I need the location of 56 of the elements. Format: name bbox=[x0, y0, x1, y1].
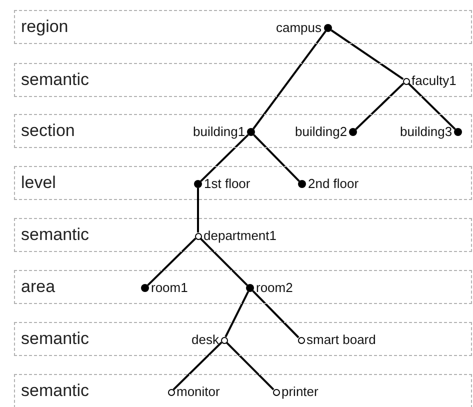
node-label: building3 bbox=[400, 124, 452, 139]
filled-dot bbox=[141, 284, 149, 292]
layer-band bbox=[14, 374, 472, 407]
tree-line bbox=[197, 188, 199, 232]
tree-line bbox=[252, 290, 300, 338]
filled-dot bbox=[454, 128, 462, 136]
tree-line bbox=[253, 134, 300, 182]
tree-line bbox=[226, 342, 274, 390]
filled-dot bbox=[324, 24, 332, 32]
tree-line bbox=[200, 238, 248, 286]
layer-label: region bbox=[21, 17, 68, 37]
tree-line bbox=[252, 30, 326, 130]
layer-band bbox=[14, 10, 472, 44]
tree-line bbox=[147, 238, 196, 286]
layer-label: semantic bbox=[21, 329, 90, 349]
hollow-dot bbox=[272, 388, 280, 396]
node-label: 1st floor bbox=[204, 176, 250, 191]
node-label: monitor bbox=[176, 384, 220, 399]
filled-dot bbox=[298, 180, 306, 188]
node-label: building2 bbox=[295, 124, 348, 139]
hollow-dot bbox=[220, 336, 228, 344]
node-label: printer bbox=[282, 384, 318, 399]
layer-band bbox=[14, 63, 472, 97]
node-label: faculty1 bbox=[412, 73, 456, 88]
layer-label: semantic bbox=[21, 381, 90, 401]
hollow-dot bbox=[402, 78, 410, 84]
layer-band bbox=[14, 218, 472, 252]
layer-band bbox=[14, 270, 472, 304]
tree-line bbox=[200, 134, 249, 182]
hollow-dot bbox=[298, 336, 304, 344]
tree-line bbox=[224, 291, 250, 338]
node-label: 2nd floor bbox=[308, 176, 359, 191]
filled-dot bbox=[349, 128, 357, 136]
layer-label: area bbox=[21, 277, 56, 297]
layer-band bbox=[14, 322, 472, 356]
node-label: campus bbox=[276, 20, 322, 35]
layer-label: level bbox=[21, 173, 56, 193]
node-label: desk bbox=[192, 332, 219, 347]
layer-band bbox=[14, 114, 472, 148]
node-label: building1 bbox=[193, 124, 246, 139]
tree-line bbox=[330, 29, 404, 80]
node-label: room2 bbox=[256, 280, 293, 295]
layer-label: section bbox=[21, 121, 75, 141]
node-label: department1 bbox=[204, 228, 276, 243]
layer-band bbox=[14, 166, 472, 200]
tree-line bbox=[355, 82, 404, 130]
tree-line bbox=[172, 342, 222, 390]
node-label: room1 bbox=[151, 280, 188, 295]
filled-dot bbox=[246, 284, 254, 292]
layer-label: semantic bbox=[21, 225, 90, 245]
layer-label: semantic bbox=[21, 70, 90, 90]
hollow-dot bbox=[194, 232, 202, 240]
node-label: smart board bbox=[306, 332, 376, 347]
filled-dot bbox=[247, 128, 255, 136]
filled-dot bbox=[194, 180, 202, 188]
hollow-dot bbox=[168, 388, 174, 396]
